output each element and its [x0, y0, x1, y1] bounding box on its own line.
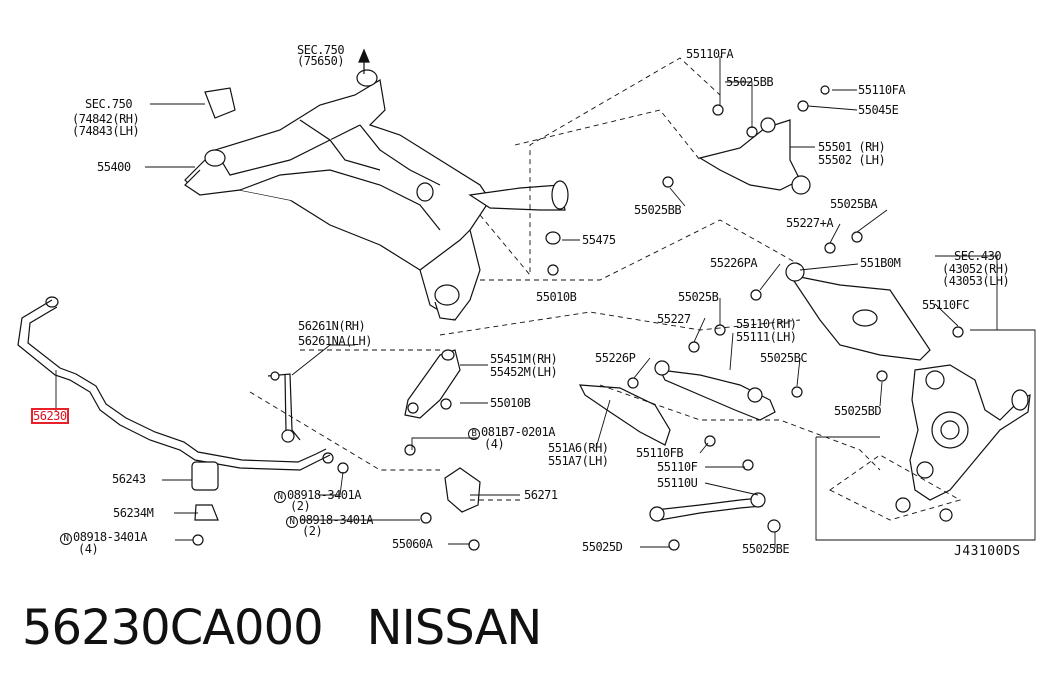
- label-55025ba: 55025BA: [830, 197, 878, 211]
- label-08918-c-qty: (2): [302, 524, 323, 538]
- label-55025b: 55025B: [678, 290, 719, 304]
- lower-arm: [785, 262, 931, 361]
- knuckle: [895, 364, 1031, 522]
- diagram-drawing: [17, 48, 1036, 551]
- label-08918-c-text: 08918-3401A: [299, 513, 373, 527]
- dashed-guides: [249, 57, 962, 521]
- label-55226pa: 55226PA: [710, 256, 758, 270]
- label-56243: 56243: [112, 472, 146, 486]
- label-55475: 55475: [582, 233, 616, 247]
- label-56230-highlighted[interactable]: 56230: [31, 408, 69, 424]
- label-551b0m: 551B0M: [860, 256, 901, 270]
- label-55501: 55501 (RH): [818, 140, 886, 154]
- label-55452m: 55452M(LH): [490, 365, 558, 379]
- label-sec750-top-sub: (75650): [297, 54, 345, 68]
- label-081b7-text: 081B7-0201A: [481, 425, 555, 439]
- label-55025d: 55025D: [582, 540, 623, 554]
- arrow-up-icon: [358, 48, 370, 74]
- label-55060a: 55060A: [392, 537, 433, 551]
- label-55010b-upper: 55010B: [536, 290, 577, 304]
- lateral-link: [649, 492, 766, 522]
- label-55400: 55400: [97, 160, 131, 174]
- label-55110fa-top: 55110FA: [686, 47, 734, 61]
- label-55226p: 55226P: [595, 351, 636, 365]
- label-55010b-lower: 55010B: [490, 396, 531, 410]
- label-55110: 55110(RH): [736, 317, 797, 331]
- circle-n-icon: N: [274, 491, 286, 503]
- label-56271: 56271: [524, 488, 558, 502]
- bolts-nuts: [192, 85, 964, 551]
- label-56261na: 56261NA(LH): [298, 334, 372, 348]
- diagram-code: J43100DS: [954, 544, 1021, 559]
- parts-diagram: SEC.750 (75650) SEC.750 (74842(RH) (7484…: [17, 43, 1036, 559]
- label-55451m: 55451M(RH): [490, 352, 558, 366]
- label-551a7: 551A7(LH): [548, 454, 609, 468]
- label-55045e: 55045E: [858, 103, 899, 117]
- label-sec750-left: SEC.750: [85, 97, 133, 111]
- label-55502: 55502 (LH): [818, 153, 886, 167]
- circle-n-icon: N: [60, 533, 72, 545]
- label-55110fb: 55110FB: [636, 446, 684, 460]
- circle-b-icon: B: [468, 428, 480, 440]
- circle-n-icon: N: [286, 516, 298, 528]
- bracket-551a6: [578, 384, 671, 446]
- label-56234m: 56234M: [113, 506, 154, 520]
- subframe-crossmember: [184, 69, 491, 321]
- label-56261n: 56261N(RH): [298, 319, 366, 333]
- stabilizer-bar: [17, 296, 334, 521]
- label-081b7-qty: (4): [484, 437, 505, 451]
- label-43052: (43052(RH): [942, 262, 1010, 276]
- label-55110fc: 55110FC: [922, 298, 970, 312]
- label-sec750-top: SEC.750: [297, 43, 345, 57]
- part-number: 56230CA000: [22, 600, 324, 656]
- label-08918-a-text: 08918-3401A: [73, 530, 147, 544]
- footer-caption: 56230CA000 NISSAN: [22, 600, 585, 656]
- leader-lines: [55, 56, 1036, 548]
- label-55025bb-bottom: 55025BB: [634, 203, 682, 217]
- brand-name: NISSAN: [366, 600, 543, 656]
- label-55227: 55227: [657, 312, 691, 326]
- label-55227a: 55227+A: [786, 216, 834, 230]
- label-551a6: 551A6(RH): [548, 441, 609, 455]
- label-74842: (74842(RH): [72, 112, 140, 126]
- label-sec430: SEC.430: [954, 249, 1002, 263]
- upper-arm: [468, 117, 811, 276]
- label-74843: (74843(LH): [72, 124, 140, 138]
- lower-link-bracket: [404, 349, 481, 513]
- label-55025bd: 55025BD: [834, 404, 882, 418]
- label-08918-a-qty: (4): [78, 542, 99, 556]
- label-08918-b-qty: (2): [290, 499, 311, 513]
- label-55110u: 55110U: [657, 476, 698, 490]
- label-55025bb-top: 55025BB: [726, 75, 774, 89]
- label-55025be: 55025BE: [742, 542, 790, 556]
- label-55111: 55111(LH): [736, 330, 797, 344]
- stabilizer-link: [267, 371, 301, 443]
- label-55025bc: 55025BC: [760, 351, 808, 365]
- label-08918-b-text: 08918-3401A: [287, 488, 361, 502]
- label-55110f: 55110F: [657, 460, 698, 474]
- label-55110fa-right: 55110FA: [858, 83, 906, 97]
- toe-link: [654, 360, 776, 421]
- label-43053: (43053(LH): [942, 274, 1010, 288]
